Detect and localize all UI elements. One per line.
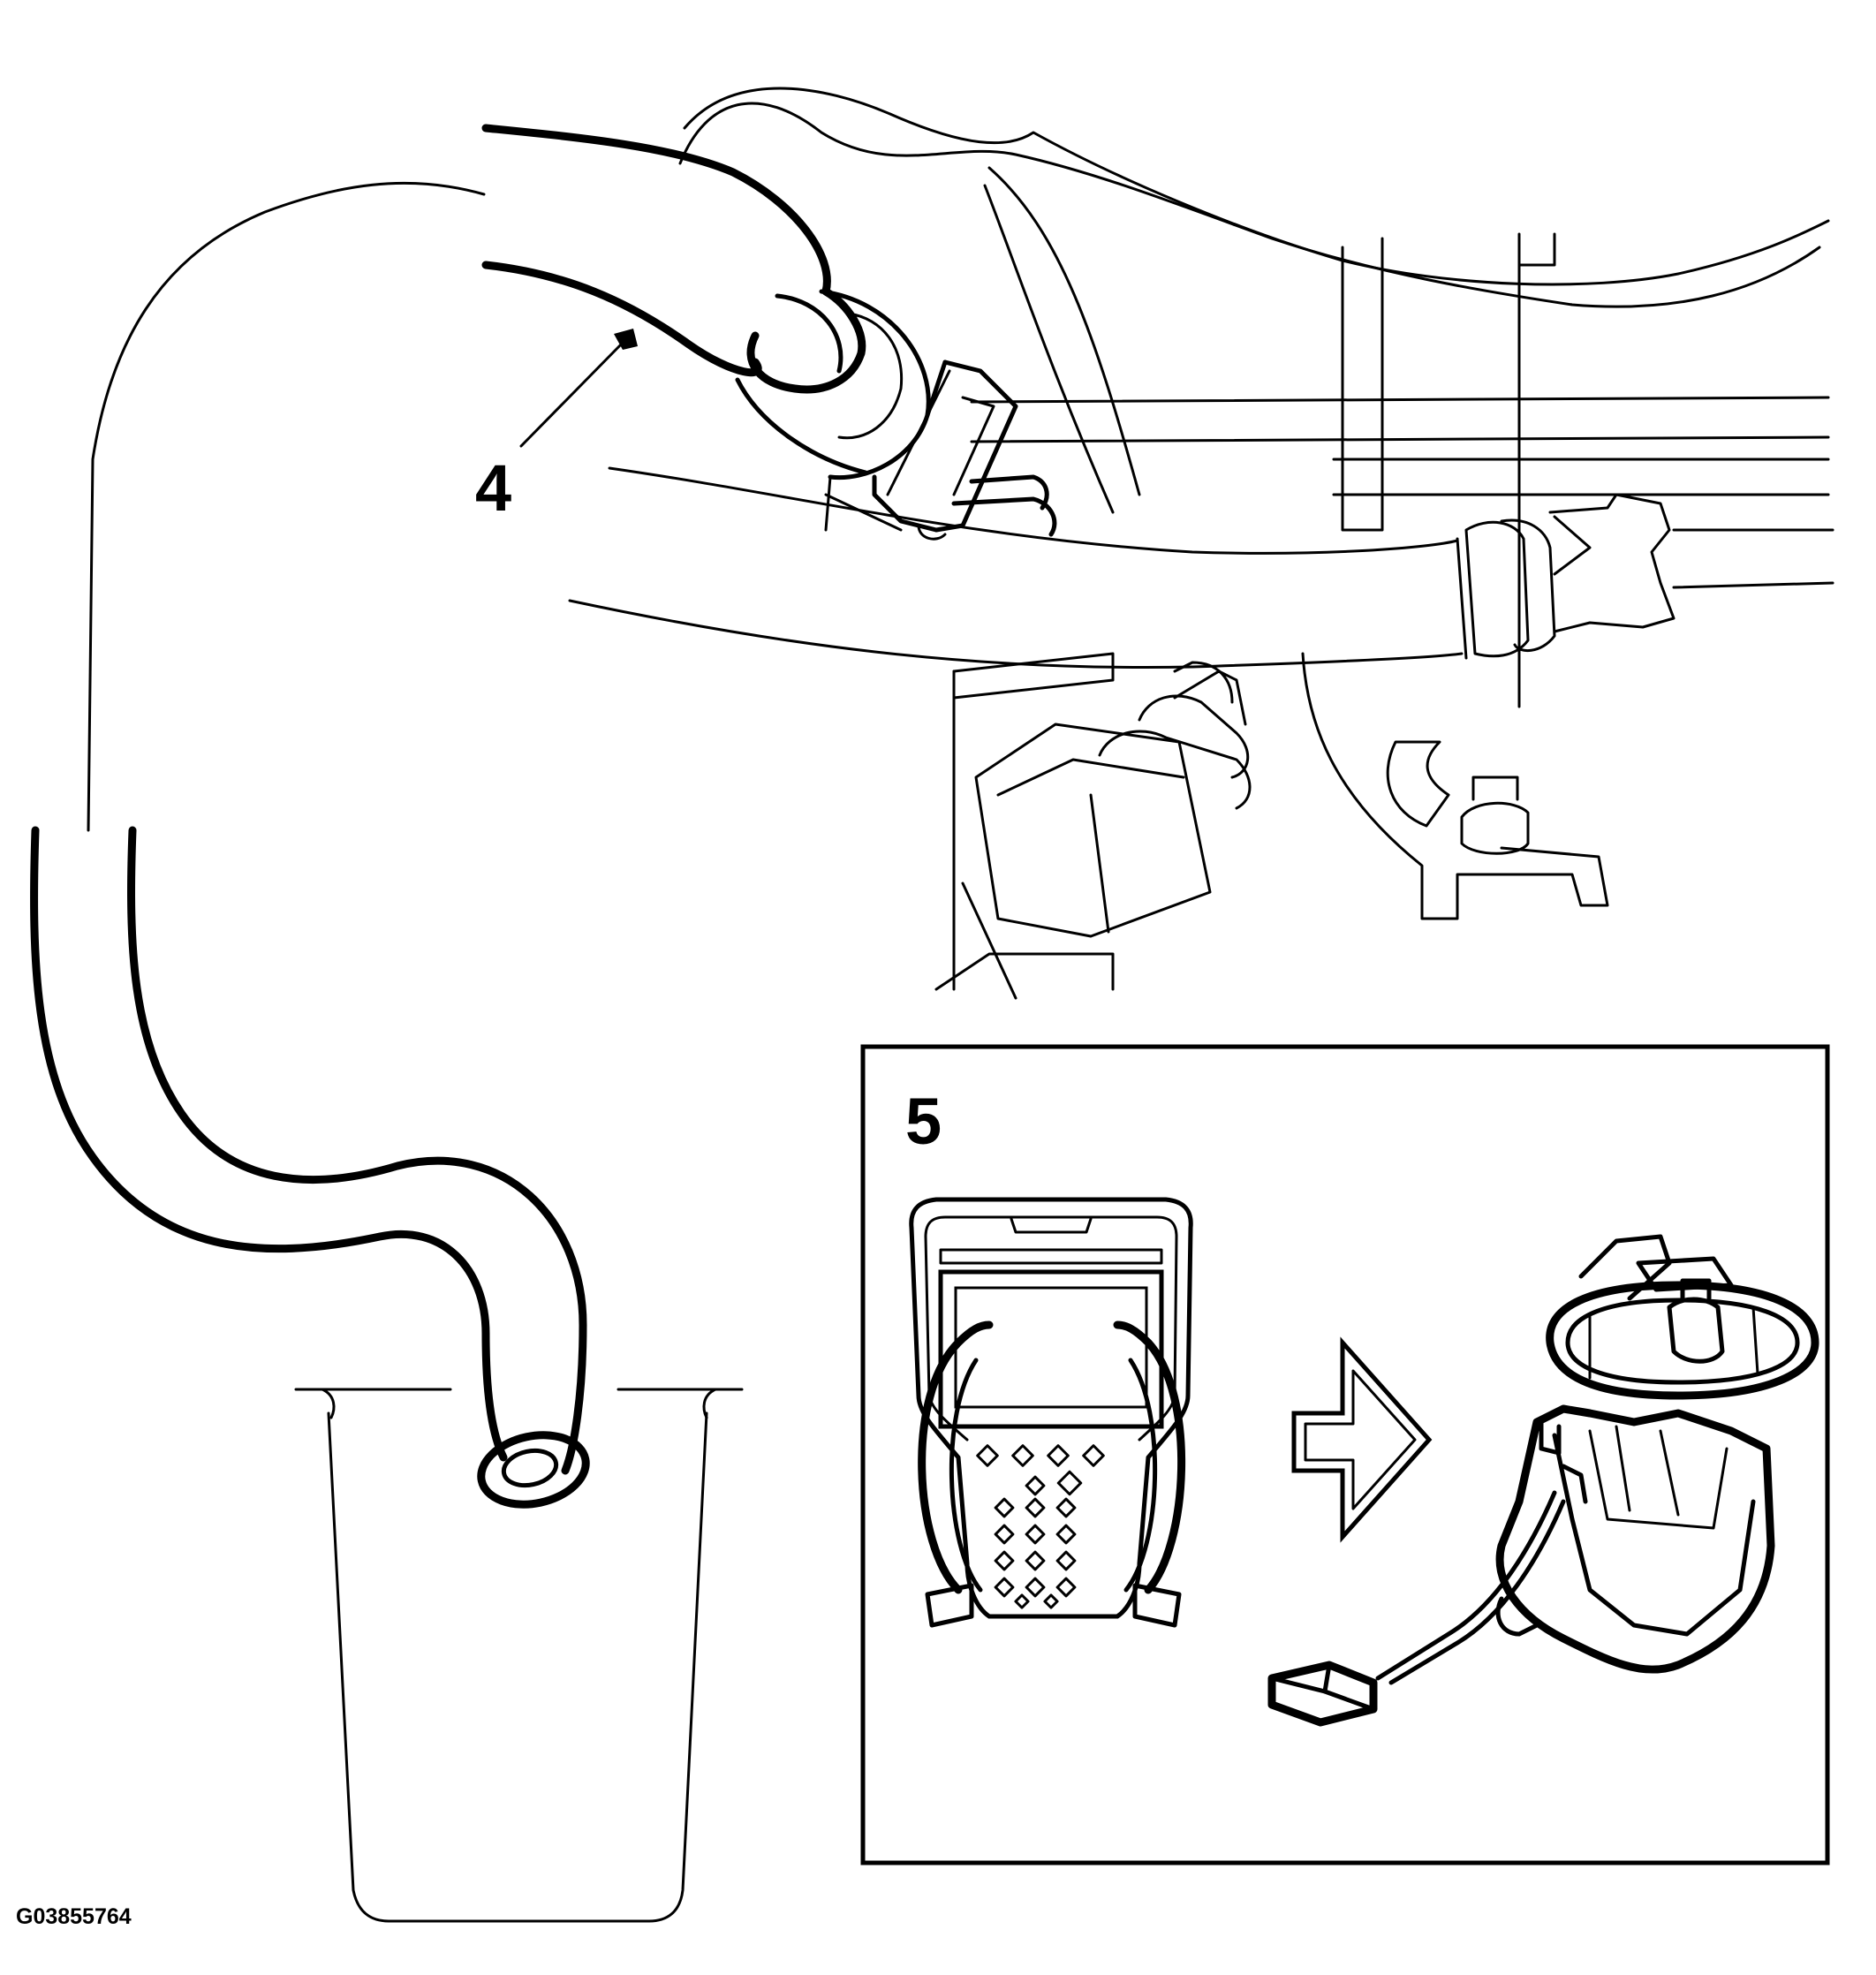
underbody-structure: [678, 87, 1830, 1000]
fuel-return-hose: [481, 124, 1057, 541]
scan-tool-screen: [938, 1269, 1164, 1429]
callout-4-label: 4: [475, 451, 511, 525]
fuel-pump-module-icon: [1267, 1234, 1819, 1727]
arrow-right-icon: [1291, 1336, 1433, 1543]
callout-5-label: 5: [905, 1085, 942, 1158]
scan-tool-icon: [909, 1197, 1193, 1628]
callout-4: 4: [475, 329, 638, 525]
scan-tool-keypad: [976, 1444, 1105, 1609]
fuel-feed-line: [568, 466, 1834, 670]
drain-container-icon: [294, 1388, 744, 1923]
figure-id: G03855764: [16, 1904, 132, 1929]
callout-4-leader: [519, 341, 624, 448]
inset-panel: 5: [860, 1044, 1830, 1865]
drain-tube: [30, 181, 590, 1509]
